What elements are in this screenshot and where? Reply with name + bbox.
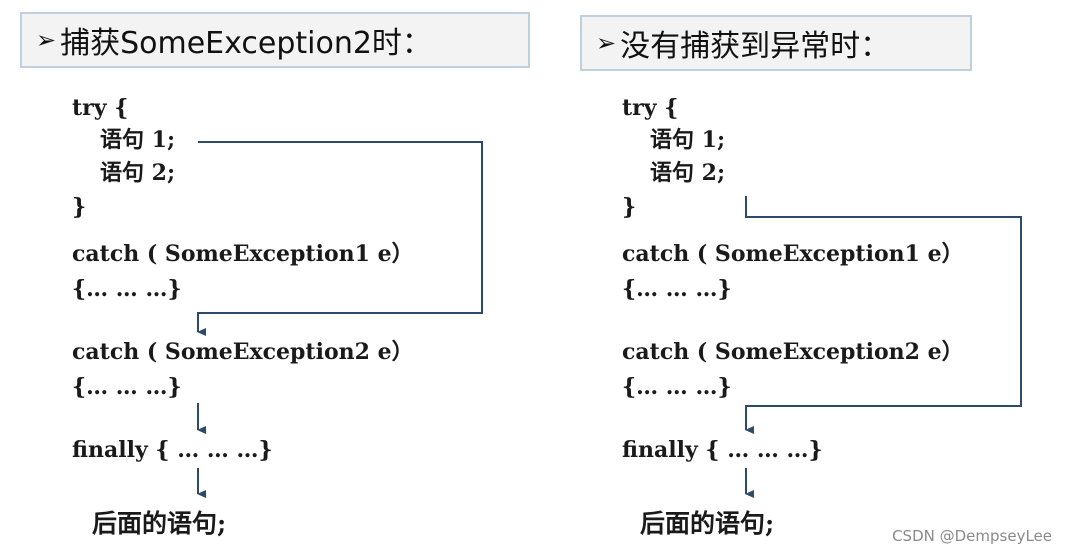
right-finally: finally { … … …}	[622, 437, 823, 463]
right-stmt1: 语句 1;	[650, 127, 726, 153]
right-catch2-body: {… … …}	[622, 374, 732, 400]
right-stmt2: 语句 2;	[650, 160, 726, 186]
right-catch1: catch ( SomeException1 e）	[622, 241, 964, 267]
right-title: 没有捕获到异常时：	[620, 29, 891, 64]
left-catch1: catch ( SomeException1 e）	[72, 241, 414, 267]
left-try-open: try {	[72, 95, 129, 121]
left-title: 捕获SomeException2时：	[60, 26, 432, 61]
right-catch1-body: {… … …}	[622, 276, 732, 302]
left-after-statements: 后面的语句;	[92, 509, 227, 538]
left-catch2: catch ( SomeException2 e）	[72, 339, 414, 365]
right-try-open: try {	[622, 95, 679, 121]
left-title-bullet: ➢	[36, 26, 57, 54]
right-after-statements: 后面的语句;	[640, 509, 775, 538]
right-title-box: ➢ 没有捕获到异常时：	[580, 15, 972, 71]
left-catch1-body: {… … …}	[72, 276, 182, 302]
right-try-close: }	[622, 194, 637, 220]
left-stmt1: 语句 1;	[100, 127, 176, 153]
left-stmt2: 语句 2;	[100, 160, 176, 186]
left-finally: finally { … … …}	[72, 437, 273, 463]
left-catch2-body: {… … …}	[72, 374, 182, 400]
left-try-close: }	[72, 194, 87, 220]
left-jump-to-catch2-arrow	[197, 141, 483, 336]
right-jump-to-finally-arrow	[745, 196, 1022, 434]
watermark: CSDN @DempseyLee	[892, 527, 1052, 545]
right-catch2: catch ( SomeException2 e）	[622, 339, 964, 365]
left-title-box: ➢ 捕获SomeException2时：	[20, 12, 530, 68]
right-title-bullet: ➢	[596, 29, 617, 57]
